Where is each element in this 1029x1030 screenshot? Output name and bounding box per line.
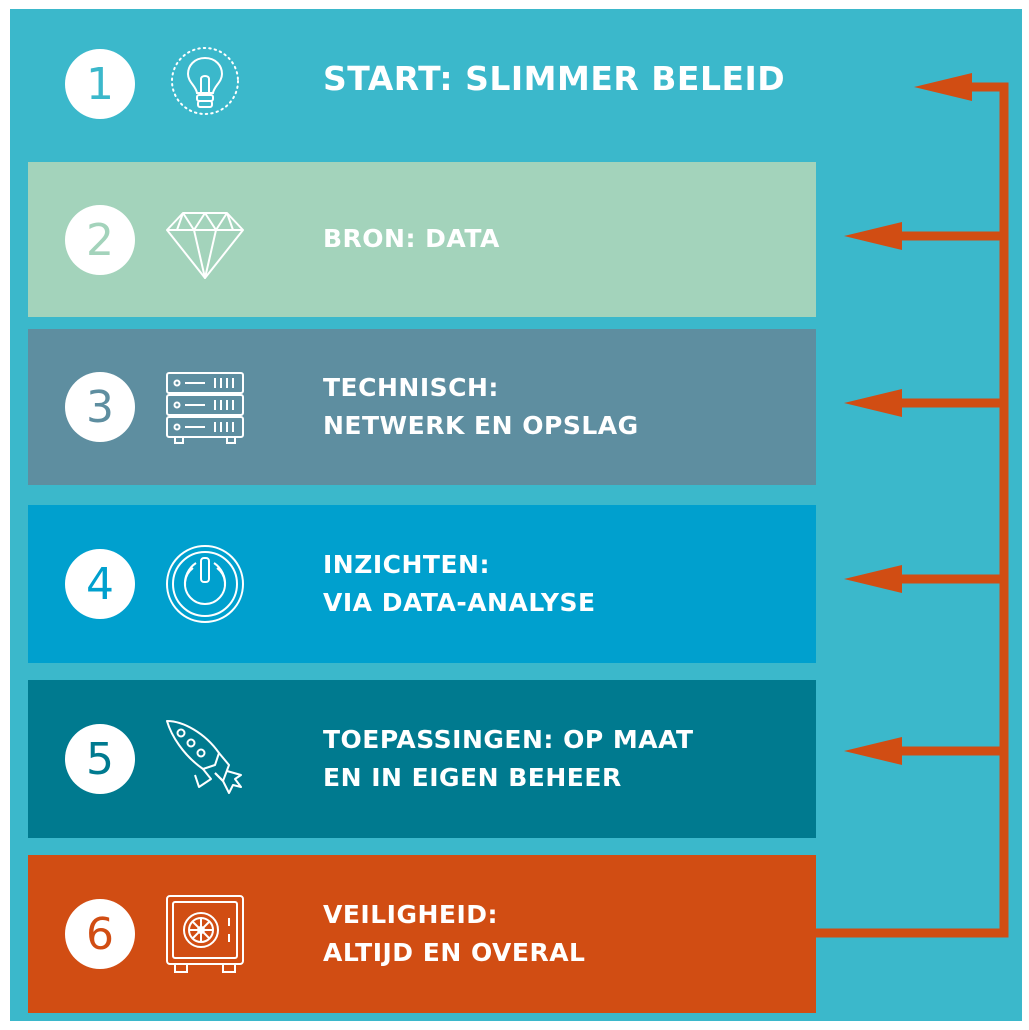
diamond-icon <box>163 198 247 282</box>
step-number: 6 <box>86 908 114 960</box>
step-number: 4 <box>86 558 114 610</box>
safe-icon <box>163 892 247 976</box>
step-label: BRON: DATA <box>323 220 500 258</box>
step-1: 1 START: SLIMMER BELEID <box>28 9 816 159</box>
step-label: VEILIGHEID: ALTIJD EN OVERAL <box>323 896 586 972</box>
step-2: 2 BRON: DATA <box>28 162 816 317</box>
lightbulb-icon <box>163 41 247 125</box>
step-label-line: TOEPASSINGEN: OP MAAT <box>323 725 694 754</box>
step-number: 3 <box>86 381 114 433</box>
step-label-line: VIA DATA-ANALYSE <box>323 588 596 617</box>
step-label-line: TECHNISCH: <box>323 373 499 402</box>
step-number-badge: 6 <box>65 899 135 969</box>
feedback-loop-line <box>816 82 1009 938</box>
arrow-to-step-4 <box>844 565 1004 593</box>
step-label-line: START: SLIMMER BELEID <box>323 59 786 98</box>
arrow-to-step-1 <box>914 73 1004 101</box>
step-label: TECHNISCH: NETWERK EN OPSLAG <box>323 369 639 445</box>
diagram-canvas: 1 START: SLIMMER BELEID 2 <box>10 9 1022 1021</box>
step-number: 1 <box>86 58 114 110</box>
arrow-to-step-3 <box>844 389 1004 417</box>
step-label-line: BRON: DATA <box>323 224 500 253</box>
step-label: START: SLIMMER BELEID <box>323 57 785 101</box>
step-number-badge: 4 <box>65 549 135 619</box>
step-label-line: NETWERK EN OPSLAG <box>323 411 639 440</box>
step-6: 6 VEILIGHEID: ALTIJD EN OVERAL <box>28 855 816 1013</box>
step-number-badge: 3 <box>65 372 135 442</box>
step-number: 2 <box>86 214 114 266</box>
arrow-to-step-2 <box>844 222 1004 250</box>
rocket-icon <box>163 717 247 801</box>
server-rack-icon <box>163 365 247 449</box>
step-label-line: EN IN EIGEN BEHEER <box>323 763 622 792</box>
step-label-line: VEILIGHEID: <box>323 900 499 929</box>
step-3: 3 TECHNISCH: NETWERK EN OPSLAG <box>28 329 816 485</box>
step-4: 4 INZICHTEN: VIA DATA-ANALYSE <box>28 505 816 663</box>
step-5: 5 TOEPASSINGEN: OP MAAT EN IN EIGEN BEHE… <box>28 680 816 838</box>
power-button-icon <box>163 542 247 626</box>
step-label-line: INZICHTEN: <box>323 550 490 579</box>
step-number: 5 <box>86 733 114 785</box>
step-number-badge: 1 <box>65 49 135 119</box>
step-number-badge: 5 <box>65 724 135 794</box>
step-label: TOEPASSINGEN: OP MAAT EN IN EIGEN BEHEER <box>323 721 694 797</box>
step-number-badge: 2 <box>65 205 135 275</box>
step-label-line: ALTIJD EN OVERAL <box>323 938 586 967</box>
step-label: INZICHTEN: VIA DATA-ANALYSE <box>323 546 596 622</box>
arrow-to-step-5 <box>844 737 1004 765</box>
